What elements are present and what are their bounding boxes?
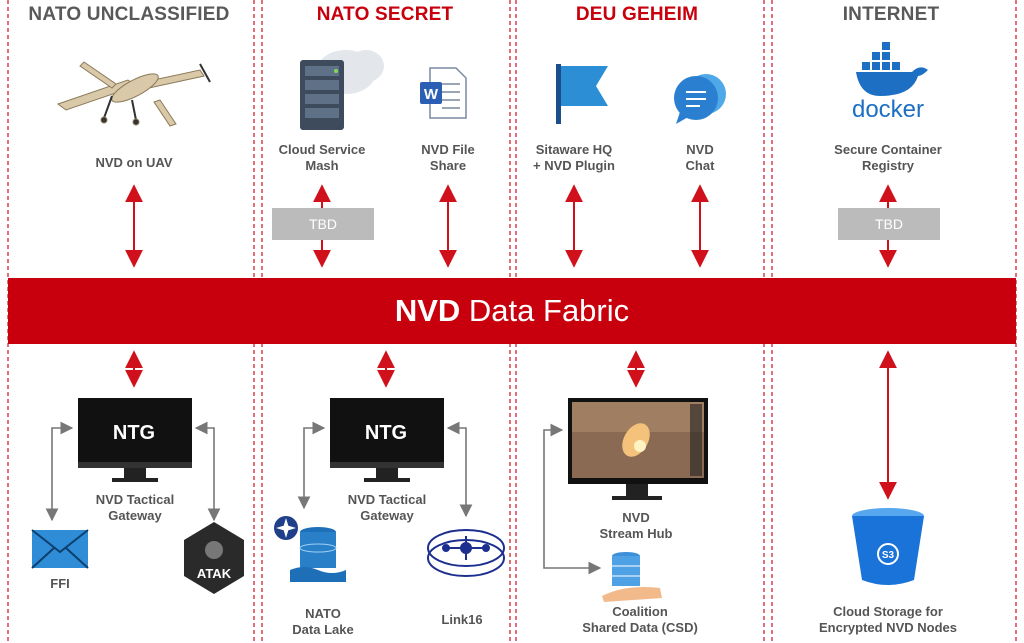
- label-link16: Link16: [441, 612, 483, 627]
- word-document-icon: W: [420, 67, 467, 119]
- label-nvd-file-share: NVD File Share: [421, 142, 475, 173]
- label-tactical-gateway-1: NVD Tactical Gateway: [95, 492, 175, 523]
- uav-drone-icon: [56, 61, 211, 127]
- word-letter: W: [424, 86, 439, 103]
- tbd-box-registry: TBD: [838, 208, 940, 240]
- ntg-screen-label-2: NTG: [364, 422, 408, 444]
- cloud-server-icon: [300, 50, 384, 130]
- label-ffi: FFI: [50, 576, 70, 591]
- label-cloud-service-mash: Cloud Service Mash: [278, 142, 366, 173]
- column-title-nato-secret: NATO SECRET: [316, 4, 454, 25]
- ntg-screen-label-1: NTG: [112, 422, 156, 444]
- column-title-nato-unclassified: NATO UNCLASSIFIED: [28, 4, 230, 25]
- ffi-envelope-icon: [31, 529, 89, 569]
- fabric-title: Data Fabric: [460, 293, 630, 328]
- column-title-internet: INTERNET: [842, 4, 940, 25]
- s3-bucket-icon: S3: [852, 508, 924, 585]
- atak-badge-icon: ATAK: [184, 522, 244, 594]
- gateway-side-connectors: [45, 421, 602, 575]
- label-secure-container-registry: Secure Container Registry: [834, 142, 942, 173]
- label-stream-hub: NVD Stream Hub: [599, 510, 673, 541]
- fabric-brand: NVD: [394, 293, 461, 328]
- label-nato-data-lake: NATO Data Lake: [292, 606, 354, 637]
- stream-hub-monitor: [568, 398, 708, 500]
- docker-whale-icon: [856, 42, 928, 96]
- top-connectors: [125, 184, 897, 268]
- link16-network-icon: [427, 529, 505, 577]
- label-cloud-storage: Cloud Storage for Encrypted NVD Nodes: [819, 604, 957, 635]
- label-sitaware-hq: Sitaware HQ + NVD Plugin: [533, 142, 615, 173]
- label-nvd-chat: NVD Chat: [685, 142, 715, 173]
- nvd-data-fabric-bar: NVD Data Fabric: [8, 278, 1016, 344]
- ntg-monitor-1: [78, 398, 192, 482]
- column-dividers: [7, 0, 1017, 643]
- ntg-monitor-2: [330, 398, 444, 482]
- label-tactical-gateway-2: NVD Tactical Gateway: [347, 492, 427, 523]
- s3-badge: S3: [882, 550, 895, 561]
- sitaware-flag-icon: [556, 64, 608, 124]
- label-coalition-shared-data: Coalition Shared Data (CSD): [582, 604, 698, 635]
- label-nvd-on-uav: NVD on UAV: [95, 155, 173, 170]
- tbd-box-cloud-mash: TBD: [272, 208, 374, 240]
- atak-label: ATAK: [197, 566, 232, 581]
- chat-bubble-icon: [674, 74, 726, 124]
- bottom-connectors: [125, 350, 897, 500]
- docker-wordmark: docker: [851, 96, 925, 123]
- nato-data-lake-icon: [274, 516, 346, 582]
- shared-data-icon: [602, 552, 662, 602]
- column-title-deu-geheim: DEU GEHEIM: [575, 4, 699, 25]
